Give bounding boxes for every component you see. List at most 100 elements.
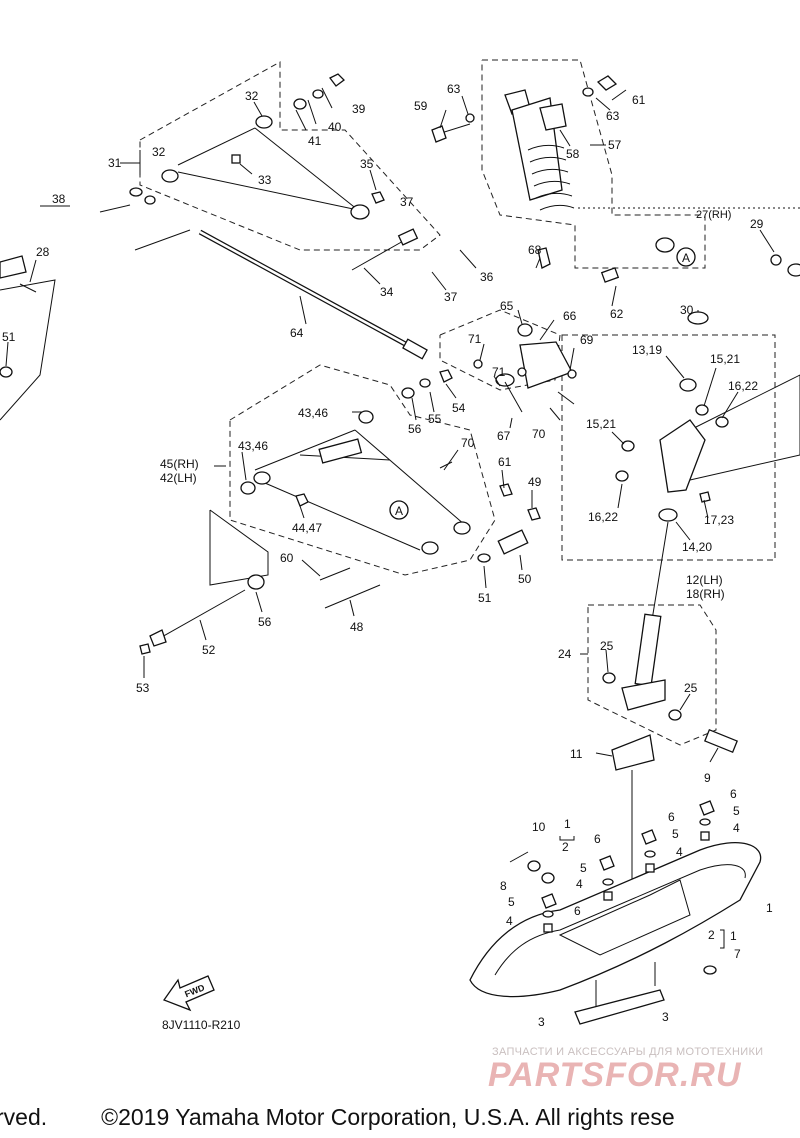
steering-bracket <box>473 247 577 413</box>
label-58: 58 <box>566 147 580 161</box>
spindle <box>602 613 739 910</box>
shock-absorber <box>431 75 675 283</box>
label-49: 49 <box>528 475 542 489</box>
tie-rod <box>198 229 428 360</box>
label-10: 10 <box>532 820 546 834</box>
label-25a: 25 <box>600 639 614 653</box>
label-35: 35 <box>360 157 374 171</box>
label-1b: 1 <box>766 901 773 915</box>
label-4447: 44,47 <box>292 521 322 535</box>
label-37b: 37 <box>444 290 458 304</box>
label-6b: 6 <box>668 810 675 824</box>
watermark-tagline: ЗАПЧАСТИ И АКСЕССУАРЫ ДЛЯ МОТОТЕХНИКИ <box>492 1046 764 1058</box>
diagram-code: 8JV1110-R210 <box>162 1018 241 1032</box>
label-1622b: 16,22 <box>588 510 618 524</box>
label-24: 24 <box>558 647 572 661</box>
label-1a: 1 <box>564 817 571 831</box>
label-69: 69 <box>580 333 594 347</box>
label-1521b: 15,21 <box>586 417 616 431</box>
watermark-logo: PARTSFOR.RU <box>488 1056 742 1094</box>
ski <box>469 800 762 1025</box>
label-37a: 37 <box>400 195 414 209</box>
left-fragment <box>0 254 800 378</box>
label-52: 52 <box>202 643 216 657</box>
label-60: 60 <box>280 551 294 565</box>
label-57: 57 <box>608 138 622 152</box>
label-56a: 56 <box>408 422 422 436</box>
label-54: 54 <box>452 401 466 415</box>
label-61a: 61 <box>632 93 646 107</box>
label-66: 66 <box>563 309 577 323</box>
label-59: 59 <box>414 99 428 113</box>
label-28: 28 <box>36 245 50 259</box>
fwd-arrow-icon: FWD <box>162 975 215 1012</box>
label-8: 8 <box>500 879 507 893</box>
label-71a: 71 <box>468 332 482 346</box>
knuckle-box <box>561 334 776 561</box>
label-40: 40 <box>328 120 342 134</box>
label-32b: 32 <box>152 145 166 159</box>
label-68: 68 <box>528 243 542 257</box>
label-4346a: 43,46 <box>298 406 328 420</box>
label-27rh: 27(RH) <box>696 209 731 221</box>
copyright-footer: rved. ©2019 Yamaha Motor Corporation, U.S… <box>0 1104 800 1131</box>
label-7: 7 <box>734 947 741 961</box>
label-32: 32 <box>245 89 259 103</box>
label-71b: 71 <box>492 365 506 379</box>
label-50: 50 <box>518 572 532 586</box>
assembly-boxes <box>0 59 800 746</box>
label-5c: 5 <box>580 861 587 875</box>
hidden-box-right <box>689 374 800 481</box>
label-31: 31 <box>108 156 122 170</box>
label-51a: 51 <box>478 591 492 605</box>
label-33: 33 <box>258 173 272 187</box>
label-4c: 4 <box>576 877 583 891</box>
label-36: 36 <box>480 270 494 284</box>
label-56b: 56 <box>258 615 272 629</box>
callout-a-upper <box>676 247 696 267</box>
label-53: 53 <box>136 681 150 695</box>
footer-copyright: ©2019 Yamaha Motor Corporation, U.S.A. A… <box>101 1104 675 1130</box>
label-39: 39 <box>352 102 366 116</box>
label-4b: 4 <box>676 845 683 859</box>
label-41: 41 <box>308 134 322 148</box>
label-1622a: 16,22 <box>728 379 758 393</box>
label-55: 55 <box>428 412 442 426</box>
label-1521a: 15,21 <box>710 352 740 366</box>
label-6c: 6 <box>594 832 601 846</box>
label-11: 11 <box>570 747 583 761</box>
label-2b: 2 <box>708 928 715 942</box>
label-65: 65 <box>500 299 514 313</box>
callout-a-lower <box>389 500 409 520</box>
label-6d: 6 <box>574 904 581 918</box>
part-labels: 32 39 40 41 32 31 33 35 38 37 34 36 37 6… <box>2 82 773 1029</box>
label-29: 29 <box>750 217 764 231</box>
lower-arm-box <box>229 364 496 576</box>
svg-text:A: A <box>682 251 690 265</box>
label-4a: 4 <box>733 821 740 835</box>
label-1420: 14,20 <box>682 540 712 554</box>
label-61b: 61 <box>498 455 512 469</box>
label-67: 67 <box>497 429 511 443</box>
label-3b: 3 <box>662 1010 669 1024</box>
label-70a: 70 <box>532 427 546 441</box>
label-6a: 6 <box>730 787 737 801</box>
callouts: A A <box>389 247 696 520</box>
label-5a: 5 <box>733 804 740 818</box>
leader-lines <box>5 87 775 763</box>
label-70b: 70 <box>461 436 475 450</box>
label-42lh: 42(LH) <box>160 471 197 485</box>
label-30: 30 <box>680 303 694 317</box>
footer-left: rved. <box>0 1104 48 1130</box>
label-1319: 13,19 <box>632 343 662 357</box>
label-5b: 5 <box>672 827 679 841</box>
lower-a-arm <box>240 369 541 609</box>
label-38: 38 <box>52 192 66 206</box>
shock-box <box>481 59 706 269</box>
label-64: 64 <box>290 326 304 340</box>
label-62: 62 <box>610 307 624 321</box>
bracket-box <box>439 309 561 391</box>
label-9: 9 <box>704 771 711 785</box>
bracket-marks <box>559 836 725 949</box>
